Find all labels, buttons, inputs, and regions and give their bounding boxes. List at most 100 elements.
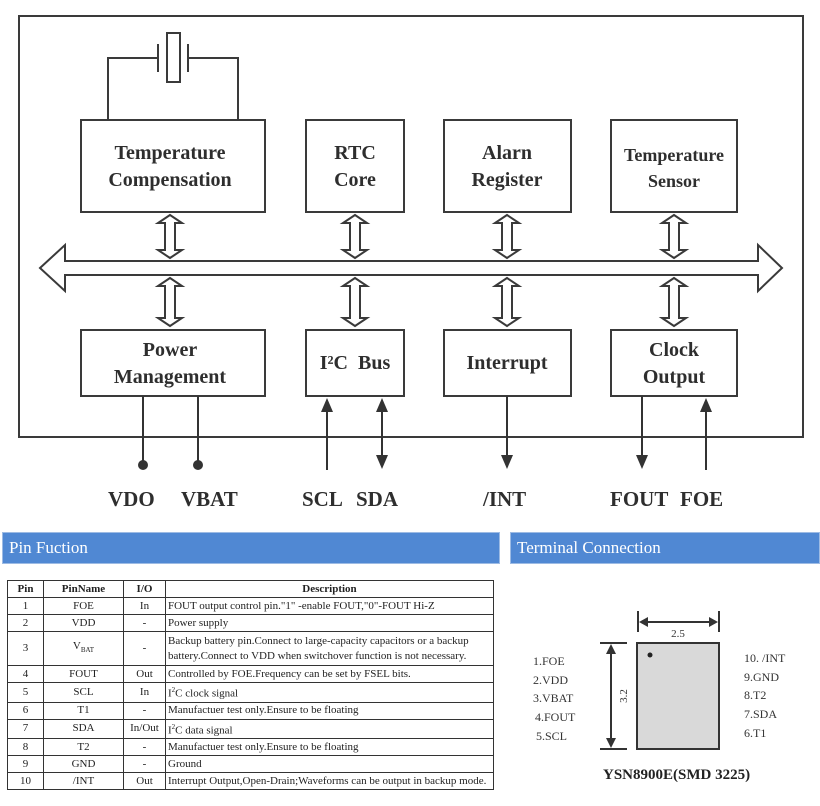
package-outline: 2.5 3.2	[600, 611, 720, 750]
header-pin: Pin	[7, 580, 44, 598]
pinname-subscript: BAT	[80, 646, 95, 655]
terminal-pin-right: 10. /INT	[744, 651, 786, 665]
vdo-line	[138, 396, 148, 470]
cell-description: Manufactuer test only.Ensure to be float…	[165, 738, 494, 757]
terminal-pin-left: 2.VDD	[533, 672, 568, 687]
block-label: I²C Bus	[320, 352, 391, 374]
chip-body	[636, 642, 720, 750]
fout-arrow	[636, 396, 648, 469]
int-arrow	[501, 396, 513, 469]
pin-label-vbat: VBAT	[181, 487, 238, 511]
cell-pin: 4	[7, 665, 44, 683]
cell-io: -	[123, 755, 166, 774]
cell-description: Manufactuer test only.Ensure to be float…	[165, 701, 494, 720]
sda-arrow	[376, 398, 388, 469]
cell-description: Controlled by FOE.Frequency can be set b…	[165, 665, 494, 683]
double-arrow-icon	[491, 276, 523, 328]
terminal-pin-left: 4.FOUT	[535, 710, 576, 725]
double-arrow-icon	[658, 276, 690, 328]
cell-description: Power supply	[165, 614, 494, 632]
cell-io: Out	[123, 665, 166, 683]
internal-bus-arrow	[38, 242, 784, 294]
cell-io: -	[123, 614, 166, 632]
desc-prefix: I	[168, 724, 172, 737]
block-power-management	[80, 329, 266, 397]
terminal-pin-left: 3.VBAT	[533, 691, 574, 706]
pin-label-foe: FOE	[680, 487, 723, 511]
pin-label-vdo: VDO	[108, 487, 155, 511]
cell-pinname: SDA	[43, 718, 124, 740]
width-dimension: 2.5	[671, 628, 685, 640]
cell-pinname: FOUT	[43, 665, 124, 683]
terminal-pin-left: 1.FOE	[533, 654, 565, 668]
cell-pinname: GND	[43, 755, 124, 774]
block-clock-output	[610, 329, 738, 397]
pinname-text: V	[72, 639, 81, 652]
cell-description: FOUT output control pin."1" -enable FOUT…	[165, 597, 494, 615]
foe-arrow	[700, 398, 712, 470]
terminal-connection-header: Terminal Connection	[510, 532, 820, 564]
double-arrow-icon	[154, 276, 186, 328]
block-label: Output	[643, 366, 706, 388]
block-label: Sensor	[648, 171, 700, 191]
block-label: Interrupt	[466, 352, 547, 374]
cell-description: Ground	[165, 755, 494, 774]
cell-description: Interrupt Output,Open-Drain;Waveforms ca…	[165, 772, 494, 791]
cell-pin: 3	[7, 631, 44, 666]
cell-pinname: FOE	[43, 597, 124, 615]
cell-io: -	[123, 701, 166, 720]
terminal-pin-right: 8.T2	[744, 688, 767, 703]
double-arrow-icon	[339, 213, 371, 260]
cell-pinname: VDD	[43, 614, 124, 632]
cell-pinname: /INT	[43, 772, 124, 791]
table-header-row: Pin PinName I/O Description	[7, 580, 494, 598]
block-label: Clock	[649, 339, 700, 361]
pin-label-fout: FOUT	[610, 487, 668, 511]
desc-superscript: 2	[171, 686, 176, 694]
header-pinname: PinName	[43, 580, 124, 598]
cell-io: -	[123, 631, 166, 666]
cell-pin: 2	[7, 614, 44, 632]
pin-label-scl: SCL	[302, 487, 343, 511]
cell-pinname: T2	[43, 738, 124, 757]
crystal-icon	[107, 32, 239, 120]
block-temperature-sensor	[610, 119, 738, 213]
pin-label-sda: SDA	[356, 487, 399, 511]
double-arrow-icon	[154, 213, 186, 260]
cell-pin: 7	[7, 718, 44, 740]
desc-superscript: 2	[171, 722, 176, 731]
block-label: Compensation	[108, 169, 231, 191]
cell-pin: 8	[7, 738, 44, 757]
block-label: Power	[143, 339, 198, 361]
cell-pinname: VBAT	[43, 631, 124, 666]
cell-pin: 6	[7, 701, 44, 720]
block-label: RTC	[334, 142, 376, 164]
cell-io: -	[123, 738, 166, 757]
cell-pin: 9	[7, 755, 44, 774]
terminal-pin-left: 5.SCL	[536, 728, 568, 743]
pin1-marker-icon	[647, 652, 653, 658]
cell-pinname: SCL	[43, 682, 124, 703]
header-description: Description	[165, 580, 494, 598]
cell-description: I2C data signal	[165, 718, 494, 740]
cell-description: Backup battery pin.Connect to large-capa…	[165, 631, 494, 666]
cell-pin: 5	[7, 682, 44, 703]
block-label: Alarn	[482, 142, 532, 164]
cell-io: Out	[123, 772, 166, 791]
block-rtc-core	[305, 119, 405, 213]
pin-function-header: Pin Fuction	[2, 532, 500, 564]
block-alarm-register	[443, 119, 572, 213]
cell-pin: 1	[7, 597, 44, 615]
double-arrow-icon	[339, 276, 371, 328]
block-label: Core	[334, 169, 376, 191]
desc-text: C data signal	[175, 724, 233, 737]
cell-io: In/Out	[123, 718, 166, 740]
header-io: I/O	[123, 580, 166, 598]
